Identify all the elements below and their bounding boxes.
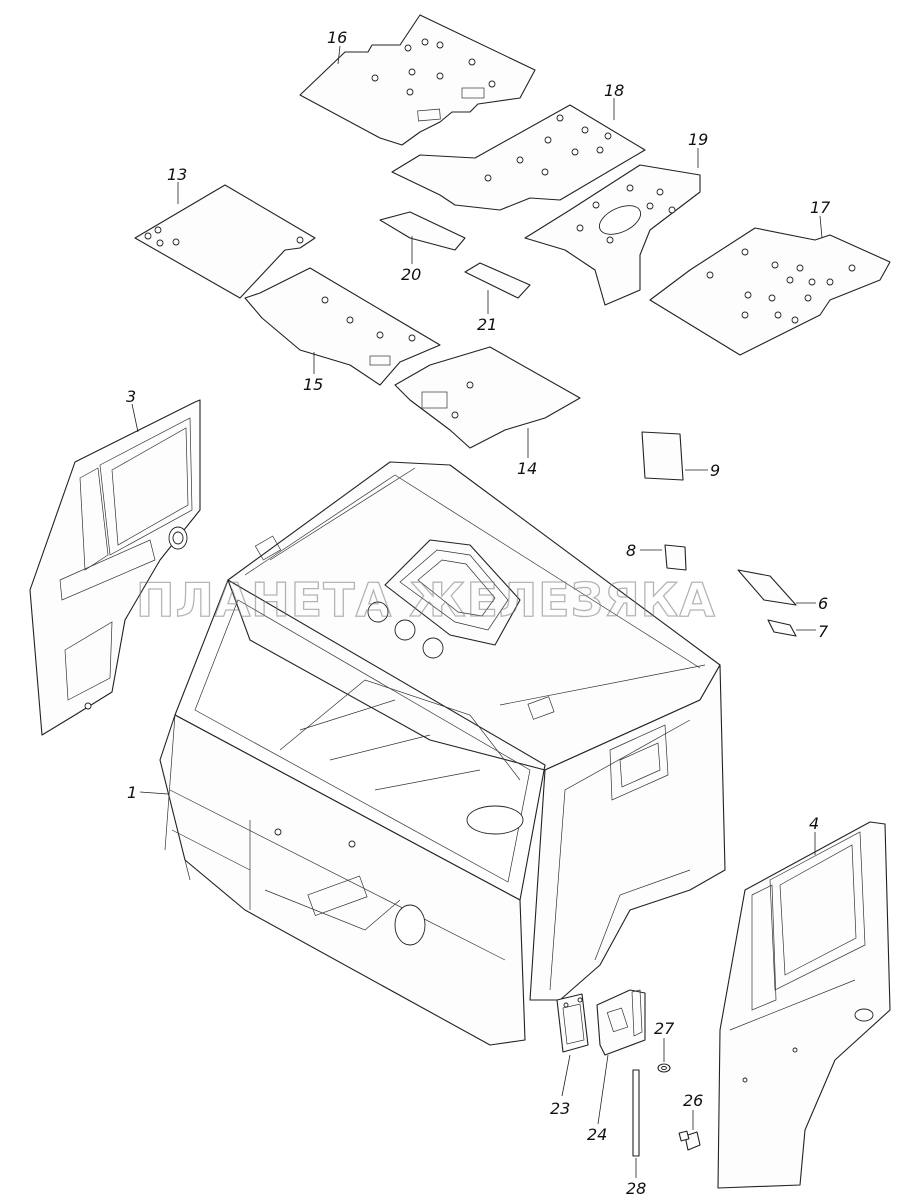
part-24-hinge <box>596 989 646 1056</box>
callout-13: 13 <box>167 165 187 184</box>
part-18-floor-mat <box>391 104 646 211</box>
callout-18: 18 <box>604 81 624 100</box>
callout-16: 16 <box>327 28 347 47</box>
callout-9: 9 <box>710 461 720 480</box>
part-13-floor-mat <box>134 184 316 299</box>
callout-15: 15 <box>303 375 323 394</box>
part-4-right-door <box>717 821 891 1189</box>
callout-23: 23 <box>550 1099 570 1118</box>
part-21-insert <box>464 262 531 299</box>
callout-8: 8 <box>626 541 636 560</box>
part-15-floor-mat <box>244 267 441 386</box>
part-3-left-door <box>29 399 201 736</box>
callout-4: 4 <box>809 814 819 833</box>
part-1-cab-body <box>159 461 726 1046</box>
part-26-bolt <box>678 1130 701 1151</box>
part-27-washer <box>657 1063 671 1073</box>
callout-17: 17 <box>810 198 831 217</box>
watermark-text: ПЛАНЕТА ЖЕЛЕЗЯКА <box>136 573 716 627</box>
part-20-insert <box>379 211 466 251</box>
part-7-pad <box>767 619 797 637</box>
callout-7: 7 <box>818 622 829 641</box>
callout-14: 14 <box>517 459 537 478</box>
callout-1: 1 <box>127 783 137 802</box>
callout-20: 20 <box>401 265 421 284</box>
part-19-floor-mat <box>524 164 701 306</box>
part-6-pad <box>737 569 797 606</box>
callout-6: 6 <box>818 594 828 613</box>
callout-21: 21 <box>477 315 497 334</box>
callout-19: 19 <box>688 130 708 149</box>
callout-24: 24 <box>587 1125 607 1144</box>
part-23-hinge-plate <box>556 993 589 1053</box>
callout-3: 3 <box>126 387 136 406</box>
part-9-panel <box>641 431 684 481</box>
leader-lines <box>131 45 823 1178</box>
callout-27: 27 <box>654 1019 675 1038</box>
part-8-pad <box>664 544 687 571</box>
part-14-floor-mat <box>394 346 581 449</box>
part-17-floor-mat <box>649 227 891 356</box>
callout-numbers: 16 18 19 17 13 20 21 15 14 9 8 6 7 3 1 4… <box>126 28 831 1198</box>
part-16-floor-mat <box>299 14 536 146</box>
callout-26: 26 <box>683 1091 703 1110</box>
part-28-pin <box>632 1069 640 1157</box>
callout-28: 28 <box>626 1179 646 1198</box>
